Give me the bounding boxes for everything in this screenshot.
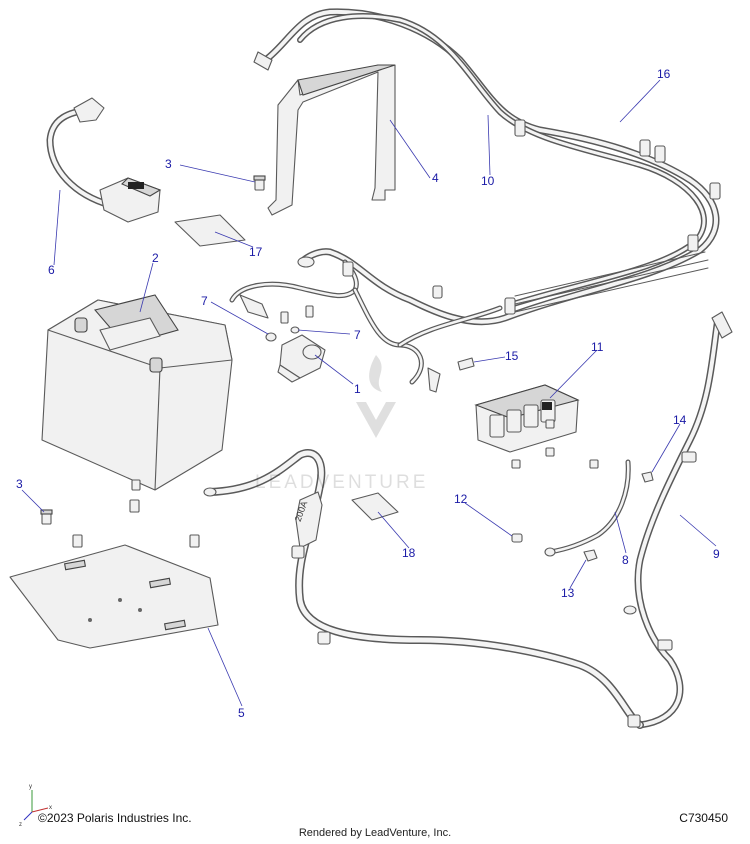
- callout-1: 1: [354, 382, 361, 396]
- copyright-text: ©2023 Polaris Industries Inc.: [38, 811, 192, 825]
- callout-16: 16: [657, 67, 671, 81]
- drawing-number: C730450: [679, 811, 728, 825]
- axis-z-label: z: [19, 822, 22, 828]
- cable-harness-10: [297, 13, 707, 308]
- harness-bolts: [280, 305, 314, 324]
- cable-harness-16: [264, 8, 720, 326]
- harness-terminals: [253, 51, 315, 268]
- bolt-3-lower: [40, 509, 53, 525]
- callout-2: 2: [152, 251, 159, 265]
- callout-7-left: 7: [201, 294, 208, 308]
- battery-2: [41, 294, 233, 491]
- pad-17: [174, 214, 246, 247]
- callout-18: 18: [402, 546, 416, 560]
- solenoid-1: [277, 334, 326, 383]
- callout-6: 6: [48, 263, 55, 277]
- callout-11: 11: [591, 340, 604, 354]
- fuse-block-fasteners: [511, 419, 599, 469]
- callout-14: 14: [673, 413, 687, 427]
- battery-tray-5: [9, 544, 219, 649]
- callout-4: 4: [432, 171, 439, 185]
- nut-7-right: [290, 326, 300, 334]
- screw-15: [457, 357, 475, 371]
- watermark-logo: [356, 355, 396, 438]
- callout-labels: 1 2 3 3 4 5 6 7 7 8 9 10 11 12 13 14 15 …: [16, 67, 720, 720]
- callout-12: 12: [454, 492, 468, 506]
- callout-7-right: 7: [354, 328, 361, 342]
- clip-12: [511, 533, 523, 543]
- callout-5: 5: [238, 706, 245, 720]
- callout-13: 13: [561, 586, 575, 600]
- nut-14: [641, 471, 654, 483]
- callout-9: 9: [713, 547, 720, 561]
- callout-10: 10: [481, 174, 495, 188]
- callout-3-upper: 3: [165, 157, 172, 171]
- cable-8: [544, 459, 631, 557]
- main-cable-200a: 200A: [203, 449, 644, 729]
- cable-9: [623, 311, 733, 729]
- bolt-3-upper: [253, 175, 266, 191]
- fuse-block-11: [474, 384, 580, 453]
- callout-15: 15: [505, 349, 519, 363]
- pad-18: [351, 492, 399, 521]
- callout-17: 17: [249, 245, 263, 259]
- axis-x-label: x: [49, 805, 52, 811]
- nut-13: [583, 549, 598, 562]
- harness-clips: [432, 119, 721, 315]
- bracket-4: [267, 64, 396, 216]
- harness-middle: [229, 259, 503, 393]
- nut-7-left: [265, 332, 277, 342]
- battery-cable-6: [46, 97, 162, 223]
- axis-triad: y x z: [19, 784, 52, 828]
- harness-conduit: [514, 251, 709, 313]
- axis-y-label: y: [29, 784, 32, 790]
- watermark-text: LEADVENTURE: [255, 472, 429, 493]
- callout-3-lower: 3: [16, 477, 23, 491]
- tray-bolts: [72, 499, 200, 548]
- rendered-by-text: Rendered by LeadVenture, Inc.: [298, 827, 452, 839]
- leader-lines: [21, 79, 717, 707]
- callout-8: 8: [622, 553, 629, 567]
